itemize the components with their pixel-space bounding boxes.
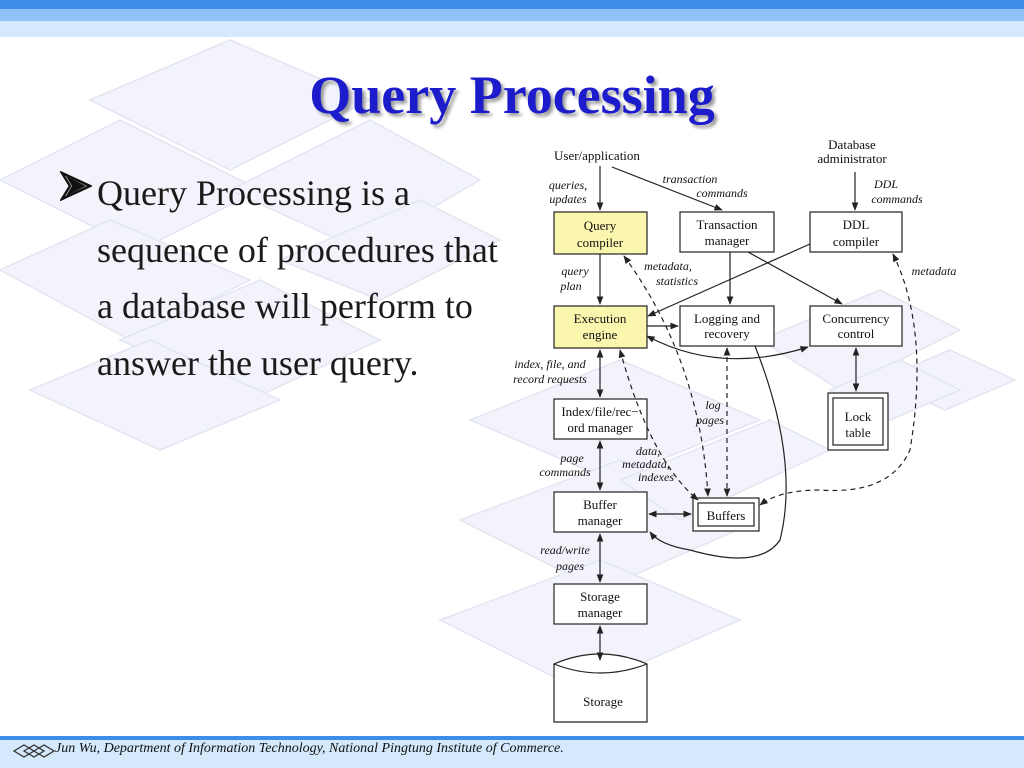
user-application-label: User/application [554, 148, 640, 163]
label-indexes: indexes [638, 470, 674, 484]
transaction-manager-box: Transaction manager [679, 211, 775, 253]
label-commands: commands [696, 186, 748, 200]
storage-manager-label-1: Storage [580, 589, 620, 604]
label-index-file: index, file, and [514, 357, 586, 371]
label-pages: pages [695, 413, 724, 427]
label-ddl: DDL [873, 177, 898, 191]
storage-label: Storage [583, 694, 623, 709]
header-accent-bar [0, 0, 1024, 9]
buffers-box: Buffers [692, 497, 760, 532]
label-query: query [561, 264, 589, 278]
lock-table-box: Lock table [827, 392, 889, 451]
concurrency-control-label-2: control [838, 326, 875, 341]
index-manager-label-1: Index/file/rec− [561, 404, 638, 419]
footer-accent-bar [0, 736, 1024, 740]
slide-title: Query Processing [309, 65, 715, 125]
label-page-commands: commands [539, 465, 591, 479]
label-data: data, [636, 444, 660, 458]
storage-manager-box: Storage manager [553, 583, 648, 625]
dashed-arrows [618, 253, 918, 506]
ddl-compiler-label-1: DDL [843, 217, 870, 232]
label-data-metadata: metadata, [622, 457, 670, 471]
dbms-architecture-diagram: Query compiler Transaction manager DDL c… [513, 137, 957, 723]
label-transaction: transaction [663, 172, 718, 186]
transaction-manager-label-1: Transaction [697, 217, 758, 232]
lock-table-label-1: Lock [845, 409, 872, 424]
label-metadata: metadata, [644, 259, 692, 273]
logging-recovery-label-2: recovery [704, 326, 750, 341]
concurrency-control-label-1: Concurrency [822, 311, 890, 326]
label-statistics: statistics [656, 274, 698, 288]
execution-engine-label-1: Execution [574, 311, 627, 326]
header-band-light [0, 21, 1024, 37]
label-plan: plan [559, 279, 581, 293]
label-record-requests: record requests [513, 372, 587, 386]
footer-credit: Jun Wu, Department of Information Techno… [55, 741, 564, 756]
lock-table-label-2: table [845, 425, 870, 440]
logging-recovery-box: Logging and recovery [679, 305, 775, 347]
ddl-compiler-label-2: compiler [833, 234, 880, 249]
ddl-compiler-box: DDL compiler [809, 211, 903, 253]
storage-manager-label-2: manager [578, 605, 623, 620]
header-band [0, 9, 1024, 21]
query-compiler-label-1: Query [584, 218, 617, 233]
label-read-write: read/write [540, 543, 590, 557]
label-metadata-ddl: metadata [912, 264, 957, 278]
logging-recovery-label-1: Logging and [694, 311, 761, 326]
label-log: log [705, 398, 720, 412]
execution-engine-box: Execution engine [553, 305, 648, 349]
storage-cylinder: Storage [553, 653, 648, 723]
buffer-manager-box: Buffer manager [553, 491, 648, 533]
index-file-record-manager-box: Index/file/rec− ord manager [553, 398, 648, 440]
index-manager-label-2: ord manager [567, 420, 633, 435]
label-rw-pages: pages [555, 559, 584, 573]
query-compiler-box: Query compiler [553, 211, 648, 255]
footer-band [0, 740, 1024, 768]
query-compiler-label-2: compiler [577, 235, 624, 250]
arrow-bullet-icon [60, 171, 92, 201]
label-queries: queries, [549, 178, 587, 192]
bullet-text: Query Processing is a sequence of proced… [97, 173, 498, 383]
execution-engine-label-2: engine [583, 327, 618, 342]
label-updates: updates [549, 192, 587, 206]
dba-label-line-1: Database [828, 137, 876, 152]
concurrency-control-box: Concurrency control [809, 305, 903, 347]
buffer-manager-label-1: Buffer [583, 497, 617, 512]
label-page: page [559, 451, 584, 465]
buffer-manager-label-2: manager [578, 513, 623, 528]
transaction-manager-label-2: manager [705, 233, 750, 248]
dba-label-line-2: administrator [817, 151, 887, 166]
buffers-label: Buffers [707, 508, 746, 523]
label-ddl-commands: commands [871, 192, 923, 206]
institute-logo-icon [12, 744, 56, 758]
